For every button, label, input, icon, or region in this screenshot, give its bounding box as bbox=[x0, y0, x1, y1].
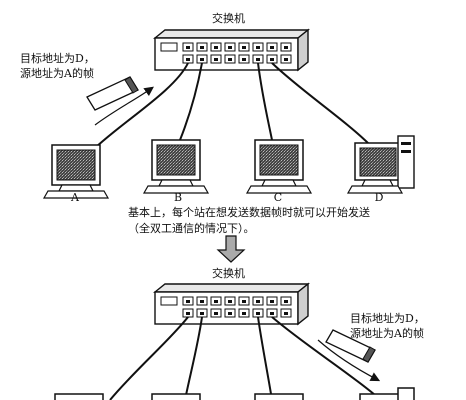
switch-bottom bbox=[153, 282, 310, 326]
frame-packet-top bbox=[86, 76, 154, 126]
computer-c bbox=[245, 139, 313, 194]
computer-label-b: B bbox=[173, 191, 183, 204]
cables-top bbox=[94, 62, 371, 149]
computer-b bbox=[142, 139, 210, 194]
computer-a bbox=[42, 144, 110, 199]
frame-packet-bottom bbox=[317, 329, 381, 382]
frame-label-bottom-line1: 目标地址为D， bbox=[350, 312, 425, 325]
computer-label-c: C bbox=[273, 191, 283, 204]
computer-d bbox=[346, 135, 415, 194]
switch-top bbox=[153, 28, 310, 72]
caption-line1: 基本上，每个站在想发送数据帧时就可以开始发送 bbox=[128, 206, 370, 219]
caption-line2: （全双工通信的情况下）。 bbox=[128, 222, 255, 235]
computer-tops-bottom bbox=[54, 387, 415, 400]
computer-label-a: A bbox=[71, 191, 79, 204]
frame-label-bottom-line2: 源地址为A的帧 bbox=[350, 327, 424, 340]
frame-label-top-line1: 目标地址为D， bbox=[20, 52, 95, 65]
switch-label-bottom: 交换机 bbox=[212, 267, 245, 280]
down-arrow bbox=[216, 235, 246, 263]
frame-label-top-line2: 源地址为A的帧 bbox=[20, 67, 94, 80]
switch-label-top: 交换机 bbox=[212, 12, 245, 25]
computer-label-d: D bbox=[374, 191, 384, 204]
cables-bottom bbox=[109, 316, 376, 400]
